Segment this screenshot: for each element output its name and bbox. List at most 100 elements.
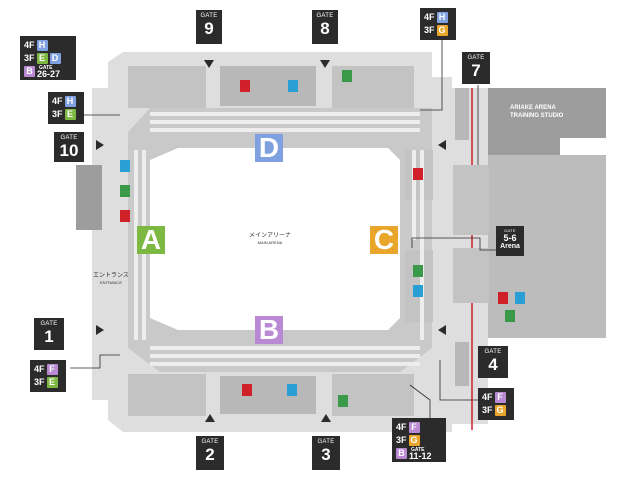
gate-number: 9	[204, 19, 214, 38]
floor-level: 4F	[52, 96, 63, 106]
gate-7[interactable]: GATE 7	[462, 52, 490, 84]
gate-5-6[interactable]: GATE 5-6 Arena	[496, 226, 524, 256]
arrow-gate-7	[438, 140, 446, 150]
restroom-icon	[287, 384, 297, 396]
gate-number: 7	[471, 61, 481, 80]
zone-badge: G	[436, 25, 448, 36]
room-bottom-left	[128, 374, 206, 416]
room-top-center	[220, 66, 316, 106]
zone-badge: E	[64, 109, 76, 120]
gate-label: GATE	[317, 439, 335, 445]
floor-level: 3F	[396, 435, 407, 445]
floor-level: 3F	[34, 377, 45, 387]
seat-rows-bottom	[150, 346, 420, 366]
room-right-top-small	[455, 88, 469, 140]
floor-level: 4F	[396, 422, 407, 432]
gate-number: 8	[320, 19, 330, 38]
zone-badge: H	[64, 96, 76, 107]
gate-number: 10	[59, 141, 79, 160]
gate-8[interactable]: GATE 8	[312, 10, 338, 44]
gate-label: GATE	[484, 349, 502, 355]
training-studio	[488, 88, 606, 138]
restroom-icon	[288, 80, 298, 92]
zone-badge: G	[408, 435, 420, 446]
zone-badge: H	[436, 12, 448, 23]
gate-9[interactable]: GATE 9	[196, 10, 222, 44]
gate-4[interactable]: GATE 4	[478, 346, 508, 378]
zone-a-label[interactable]: A	[137, 226, 165, 254]
training-studio-label: ARIAKE ARENA TRAINING STUDIO	[510, 104, 590, 120]
restroom-icon	[120, 160, 130, 172]
arrow-gate-3	[321, 414, 331, 422]
floor-level: 4F	[482, 392, 493, 402]
floor-level: 3F	[482, 405, 493, 415]
room-right-bottom-small	[455, 342, 469, 386]
floor-level: 4F	[424, 12, 435, 22]
accessible-icon	[338, 395, 348, 407]
leader-line	[70, 354, 120, 369]
gate-label: GATE	[467, 55, 485, 61]
main-arena-jp: メインアリーナ	[248, 233, 291, 239]
stairs-right-lower	[453, 248, 489, 303]
gate-1[interactable]: GATE 1	[34, 318, 64, 350]
main-arena-label: メインアリーナ MAIN ARENA	[240, 232, 300, 245]
gate-label: GATE	[504, 228, 516, 233]
main-arena-en: MAIN ARENA	[257, 240, 283, 245]
training-studio-line2: TRAINING STUDIO	[510, 113, 564, 119]
restroom-icon	[515, 292, 525, 304]
arrow-gate-1	[96, 325, 104, 335]
arrow-gate-8	[320, 60, 330, 68]
stairs-right	[453, 165, 489, 235]
gate-label: GATE	[201, 439, 219, 445]
gate-10[interactable]: GATE 10	[54, 132, 84, 162]
room-left	[76, 165, 102, 230]
room-top-left	[128, 66, 206, 108]
zone-b-label[interactable]: B	[255, 316, 283, 344]
gate-number: 3	[321, 445, 331, 464]
zone-badge: D	[49, 53, 61, 64]
room-bottom-center	[220, 376, 316, 414]
floor-level: 4F	[24, 40, 35, 50]
zone-badge: E	[36, 53, 48, 64]
floor-level: 3F	[52, 109, 63, 119]
accessible-icon	[120, 185, 130, 197]
gate-number: 11-12	[409, 451, 432, 461]
training-studio-annex	[488, 138, 560, 155]
floor-level: 3F	[424, 25, 435, 35]
arrow-gate-9	[204, 60, 214, 68]
gate-2[interactable]: GATE 2	[196, 436, 224, 470]
leader-line	[411, 237, 498, 251]
gate-label: GATE	[40, 321, 58, 327]
zone-badge: G	[494, 405, 506, 416]
gate-label: GATE	[316, 13, 334, 19]
seat-rows-right	[412, 150, 424, 340]
seat-rows-top	[150, 112, 420, 132]
restroom-icon	[413, 285, 423, 297]
zone-badge: F	[46, 364, 58, 375]
gate-number: 1	[44, 327, 54, 346]
restroom-icon	[120, 210, 130, 222]
zone-badge: E	[46, 377, 58, 388]
zone-badge: F	[408, 422, 420, 433]
zone-badge: H	[36, 40, 48, 51]
zone-c-label[interactable]: C	[370, 226, 398, 254]
gate-3[interactable]: GATE 3	[312, 436, 340, 470]
arrow-gate-10	[96, 140, 104, 150]
gate-number: 2	[205, 445, 215, 464]
gate-label: GATE	[200, 13, 218, 19]
leader-line	[409, 384, 431, 420]
zone-badge: B	[24, 65, 35, 77]
entrance-en: ENTRANCE	[99, 280, 122, 285]
zone-d-label[interactable]: D	[255, 134, 283, 162]
zone-badge: B	[396, 447, 407, 459]
restroom-icon	[242, 384, 252, 396]
entrance-jp: エントランス	[93, 273, 129, 279]
arrow-gate-2	[205, 414, 215, 422]
restroom-icon	[240, 80, 250, 92]
